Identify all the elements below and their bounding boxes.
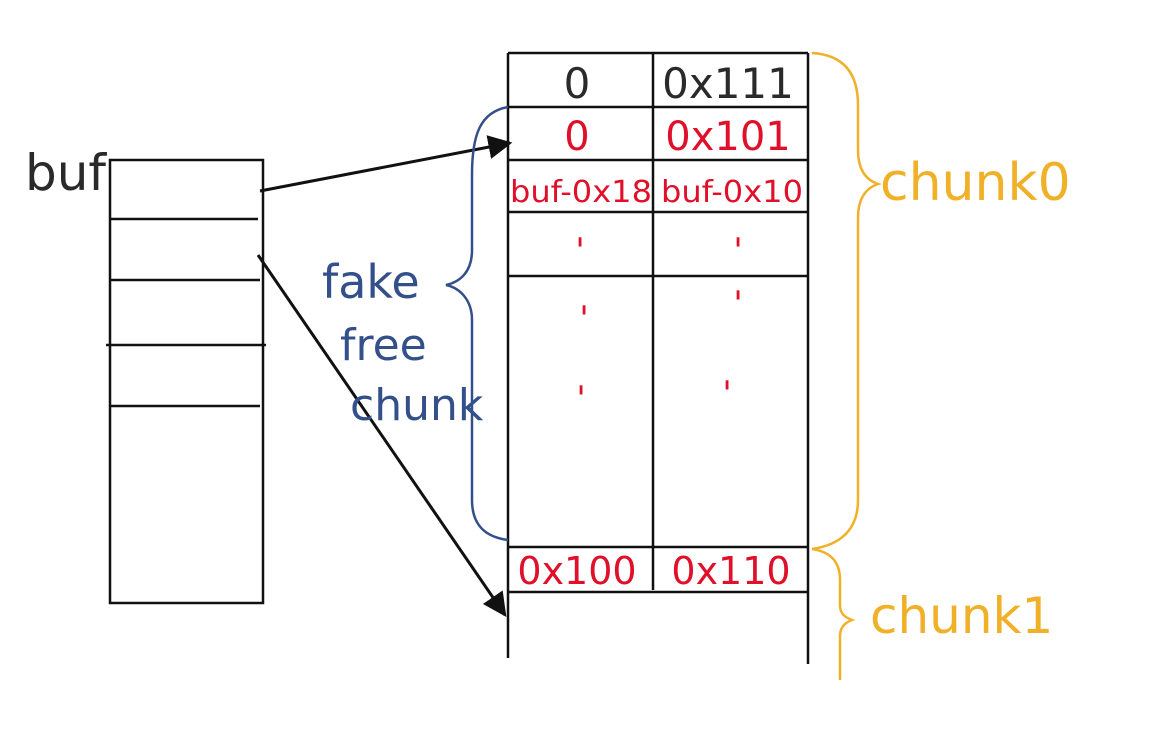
fake-chunk-size: 0x101 (665, 114, 790, 160)
continuation-mark: ' (733, 231, 742, 271)
chunk0-prev-size: 0 (564, 59, 591, 108)
continuation-mark: ' (722, 374, 731, 414)
chunk1-brace (811, 547, 856, 680)
fake-chunk-prev-size: 0 (564, 114, 589, 160)
buf-array (106, 158, 266, 605)
continuation-mark: ' (575, 231, 584, 271)
memory-table (506, 51, 810, 664)
fake-chunk-brace (445, 105, 509, 542)
chunk0-brace (811, 51, 882, 551)
chunk0-size: 0x111 (662, 59, 794, 108)
free-label: free (340, 320, 427, 371)
fake-chunk-bk: buf-0x10 (661, 175, 803, 210)
chunk0-label: chunk0 (880, 153, 1071, 213)
chunk1-prev-size: 0x100 (517, 549, 636, 593)
chunk-label: chunk (350, 380, 484, 431)
fake-label: fake (322, 255, 420, 309)
fake-chunk-fd: buf-0x18 (510, 175, 652, 210)
buf-label: buf (25, 144, 107, 202)
continuation-mark: ' (576, 379, 585, 419)
continuation-mark: ' (733, 284, 742, 324)
chunk1-size: 0x110 (671, 549, 790, 593)
buf-pointer-arrow (259, 135, 513, 193)
continuation-mark: ' (579, 299, 588, 339)
buf-array-border (108, 158, 265, 605)
chunk1-label: chunk1 (870, 587, 1053, 645)
buf-pointer-arrow (256, 254, 507, 617)
